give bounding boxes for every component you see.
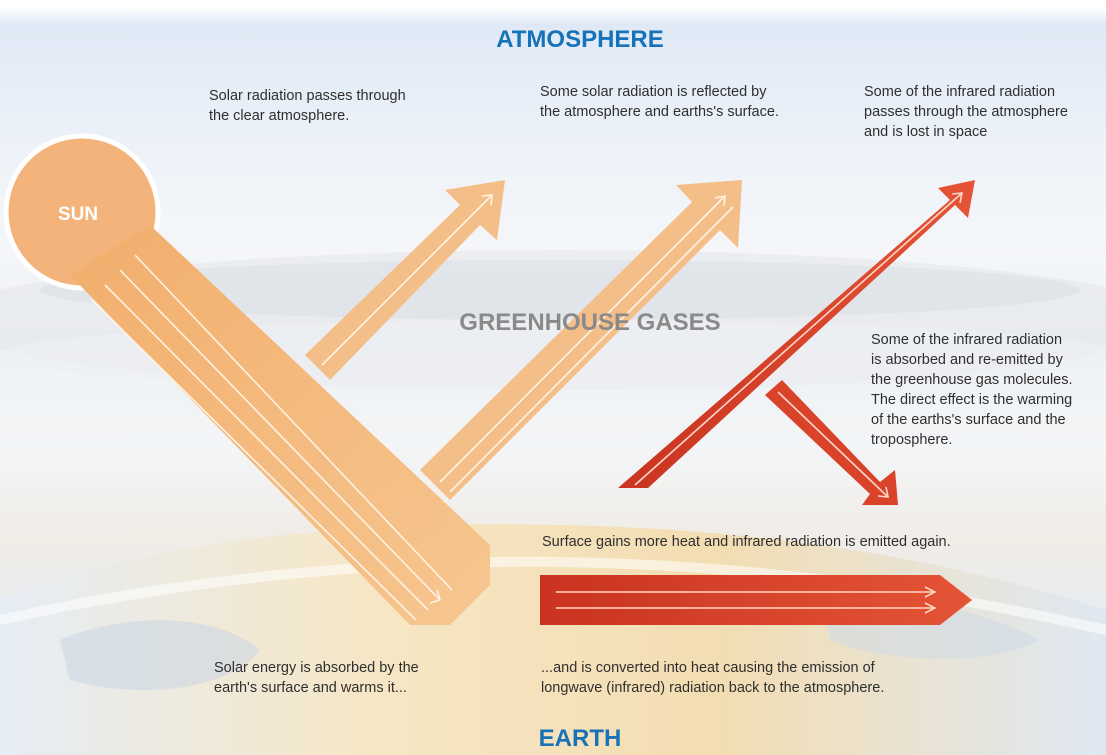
incoming-solar-arrow: [70, 225, 490, 625]
caption-solar-absorbed: Solar energy is absorbed by the earth's …: [214, 660, 419, 696]
sun-label: SUN: [58, 204, 98, 225]
caption-infrared-lost: Some of the infrared radiation passes th…: [864, 84, 1068, 140]
caption-solar-passes: Solar radiation passes through the clear…: [209, 88, 406, 124]
caption-converted-heat: ...and is converted into heat causing th…: [541, 660, 885, 696]
caption-solar-reflected: Some solar radiation is reflected by the…: [540, 84, 779, 120]
infrared-reemitted-arrow: [765, 380, 898, 505]
infrared-escape-arrow: [618, 180, 975, 488]
surface-infrared-arrow: [540, 575, 972, 625]
earth-surface: [0, 524, 1106, 755]
caption-surface-gains: Surface gains more heat and infrared rad…: [542, 534, 951, 550]
earth-title: EARTH: [538, 725, 622, 752]
reflected-solar-arrow-atmosphere: [305, 180, 505, 380]
caption-infrared-absorbed: Some of the infrared radiation is absorb…: [871, 332, 1073, 448]
atmosphere-title: ATMOSPHERE: [496, 26, 664, 53]
reflected-solar-arrow-surface: [420, 180, 742, 500]
greenhouse-gases-title: GREENHOUSE GASES: [459, 309, 721, 336]
